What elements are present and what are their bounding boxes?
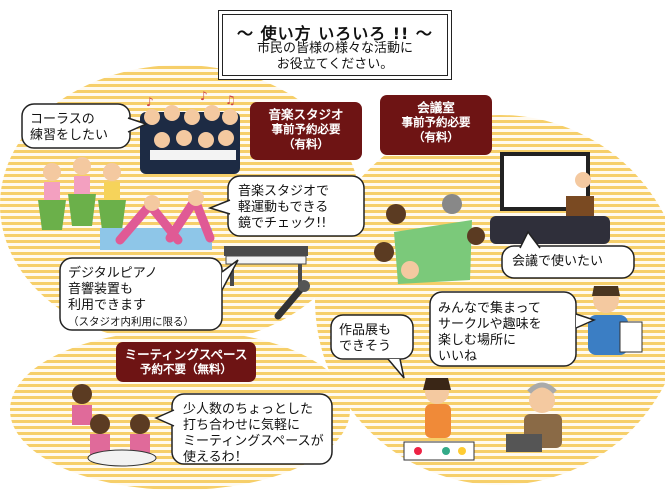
bubble-piano-shape: [59, 257, 239, 331]
bubble-conference-line: 会議で使いたい: [512, 254, 604, 269]
bubble-meeting-line-4: 使えるわ！: [183, 450, 248, 465]
page-title: ～ 使い方 いろいろ !! ～: [237, 24, 433, 43]
bubble-conference: 会議で使いたい: [512, 254, 603, 270]
music-studio-label: 音楽スタジオ 事前予約必要 （有料）: [250, 102, 362, 160]
digital-piano-illustration: [224, 246, 308, 286]
bubble-chorus-line-2: 練習をしたい: [30, 128, 109, 143]
bubble-piano: デジタルピアノ 音響装置も 利用できます （スタジオ内利用に限る）: [68, 266, 194, 330]
bubble-mirror-line-1: 音楽スタジオで: [238, 184, 330, 199]
page-subtitle: 市民の皆様の様々な活動に お役立てください。: [219, 41, 451, 73]
meeting-table-illustration: [374, 194, 485, 284]
bubble-meeting-shape: [154, 393, 333, 465]
svg-text:♫: ♫: [225, 93, 236, 107]
bubble-circle-line-2: サークルや趣味を: [438, 317, 542, 332]
subtitle-line-1: 市民の皆様の様々な活動に: [256, 41, 413, 56]
bubble-circle: みんなで集まって サークルや趣味を 楽しむ場所に いいね: [438, 301, 542, 365]
bubble-exhibit: 作品展も できそう: [339, 323, 391, 355]
subtitle-line-2: お役立てください。: [276, 57, 394, 72]
bubble-circle-shape: [429, 291, 597, 367]
music-studio-fee: （有料）: [283, 137, 329, 151]
bubble-piano-line-2: 音響装置も: [68, 282, 134, 297]
bubble-meeting-line-3: ミーティングスペースが: [183, 434, 324, 449]
svg-text:♪: ♪: [146, 95, 154, 109]
bubble-mirror-line-3: 鏡でチェック!!: [238, 216, 327, 231]
bubble-meeting: 少人数のちょっとした 打ち合わせに気軽に ミーティングスペースが 使えるわ！: [183, 402, 324, 466]
bubble-meeting-line-2: 打ち合わせに気軽に: [183, 418, 301, 433]
bubble-mirror-shape: [207, 175, 365, 237]
thinking-man-illustration: [588, 286, 643, 355]
microphone-illustration: [274, 280, 310, 320]
bubble-chorus: コーラスの 練習をしたい: [30, 112, 108, 144]
music-studio-note: 事前予約必要: [271, 122, 341, 136]
choir-illustration: ♪ ♪ ♫: [140, 89, 240, 174]
bubble-exhibit-line-1: 作品展も: [339, 323, 392, 338]
conference-room-name: 会議室: [417, 100, 455, 115]
conference-room-note: 事前予約必要: [401, 115, 471, 129]
music-studio-name: 音楽スタジオ: [268, 107, 344, 122]
svg-text:♪: ♪: [200, 89, 208, 103]
bubble-piano-line-3: 利用できます: [68, 298, 147, 313]
bubble-meeting-line-1: 少人数のちょっとした: [183, 402, 314, 417]
bubble-circle-line-4: いいね: [438, 349, 478, 364]
bubble-chorus-line-1: コーラスの: [30, 112, 95, 127]
bubble-circle-line-3: 楽しむ場所に: [438, 333, 517, 348]
meeting-space-group-illustration: [72, 384, 157, 467]
bubble-conference-shape: [501, 230, 635, 279]
exhibit-woman-illustration: [403, 378, 475, 461]
bubble-exhibit-shape: [330, 314, 414, 379]
bubble-mirror-line-2: 軽運動もできる: [238, 200, 329, 215]
bubble-circle-line-1: みんなで集まって: [438, 301, 541, 316]
exercise-illustration: [100, 190, 215, 250]
screen-presentation-illustration: [490, 152, 610, 244]
bubble-chorus-shape: [21, 103, 149, 149]
conference-room-fee: （有料）: [413, 130, 459, 144]
meeting-space-note: 予約不要（無料）: [140, 362, 232, 376]
title-box: ～ 使い方 いろいろ !! ～ 市民の皆様の様々な活動に お役立てください。: [218, 10, 452, 80]
bubble-piano-note: （スタジオ内利用に限る）: [68, 316, 194, 328]
bubble-mirror: 音楽スタジオで 軽運動もできる 鏡でチェック!!: [238, 184, 329, 232]
meeting-space-label: ミーティングスペース 予約不要（無料）: [116, 342, 256, 382]
hula-dancers-illustration: [38, 157, 126, 230]
elderly-man-tablet-illustration: [506, 382, 562, 452]
meeting-space-name: ミーティングスペース: [124, 347, 248, 362]
bubble-piano-line-1: デジタルピアノ: [68, 266, 158, 281]
conference-room-label: 会議室 事前予約必要 （有料）: [380, 95, 492, 155]
bubble-exhibit-line-2: できそう: [339, 339, 392, 354]
